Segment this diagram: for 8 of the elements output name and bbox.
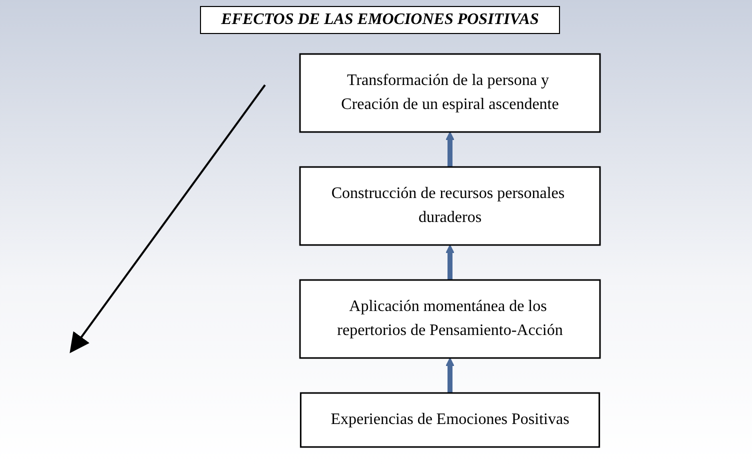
node-box: Experiencias de Emociones Positivas [300,392,600,448]
node-box: Transformación de la persona y Creación de un espiral ascendente [299,52,601,132]
node-box: Aplicación momentánea de los repertorios de Pensamiento-Acción [299,278,601,358]
arrow [446,131,454,166]
node-box: Construcción de recursos personales duraderos [299,166,601,246]
arrow [446,357,454,392]
arrow [446,244,454,280]
title: EFECTOS DE LAS EMOCIONES POSITIVAS [200,6,560,34]
